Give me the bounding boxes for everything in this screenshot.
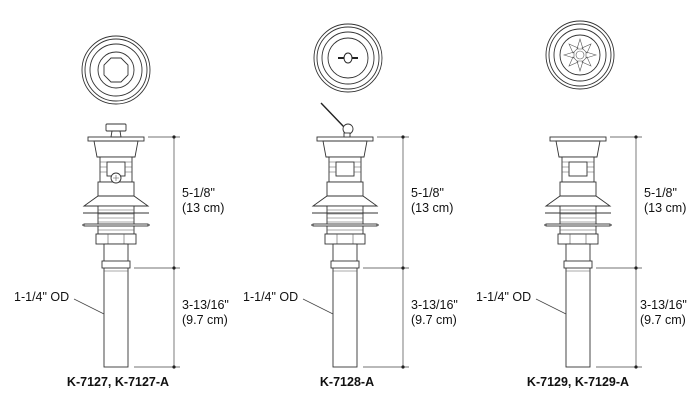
top-dimension-1: 5-1/8" <box>182 186 215 200</box>
bottom-dimension-2: 3-13/16" <box>411 298 458 312</box>
bottom-dimension-metric-1: (9.7 cm) <box>182 313 228 327</box>
bottom-dimension-metric-2: (9.7 cm) <box>411 313 457 327</box>
od-label-3: 1-1/4" OD <box>476 290 532 304</box>
top-view-knob-stopper <box>81 35 151 105</box>
drain-side-view-knob <box>73 123 181 370</box>
bottom-dimension-metric-3: (9.7 cm) <box>640 313 686 327</box>
top-dimension-3: 5-1/8" <box>644 186 677 200</box>
od-label-2: 1-1/4" OD <box>243 290 299 304</box>
top-view-lever-stopper <box>313 23 383 93</box>
od-label-1: 1-1/4" OD <box>14 290 70 304</box>
bottom-dimension-1: 3-13/16" <box>182 298 229 312</box>
drain-side-view-grid <box>535 134 643 370</box>
bottom-dimension-3: 3-13/16" <box>640 298 687 312</box>
top-dimension-metric-3: (13 cm) <box>644 201 687 215</box>
drain-side-view-lever <box>302 102 410 370</box>
model-label-3: K-7129, K-7129-A <box>526 375 630 389</box>
model-label-2: K-7128-A <box>319 375 375 389</box>
top-dimension-2: 5-1/8" <box>411 186 444 200</box>
model-label-1: K-7127, K-7127-A <box>66 375 170 389</box>
top-view-grid-strainer <box>545 20 615 90</box>
top-dimension-metric-1: (13 cm) <box>182 201 225 215</box>
top-dimension-metric-2: (13 cm) <box>411 201 454 215</box>
